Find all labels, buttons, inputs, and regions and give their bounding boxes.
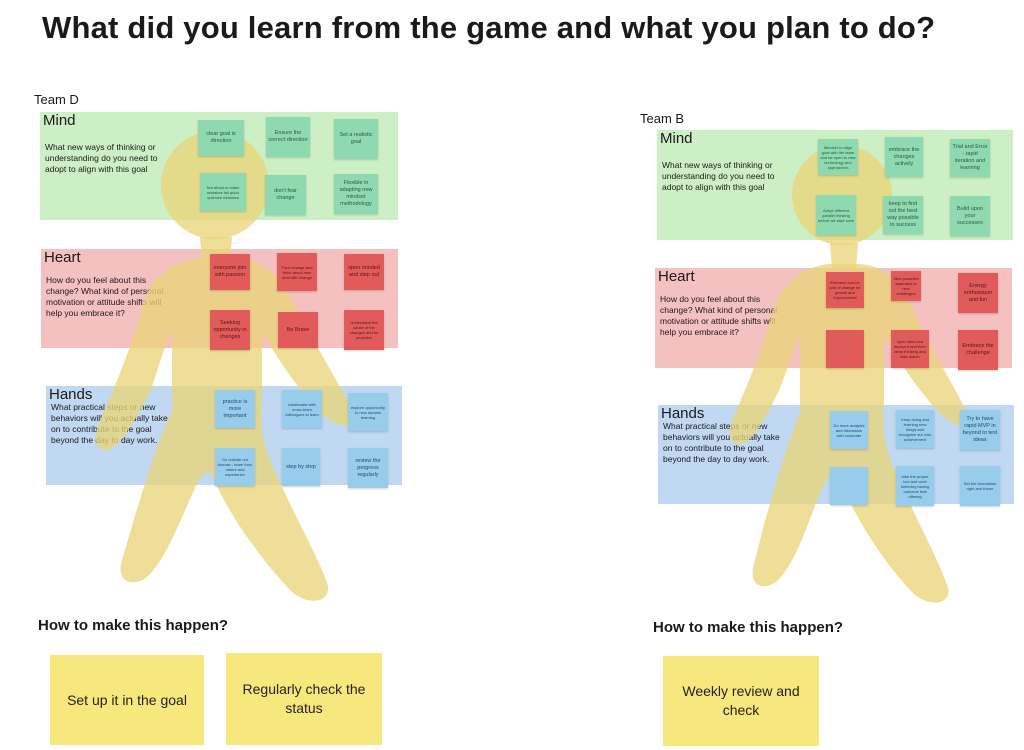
team-b-mind-note-5[interactable]: keep to find out the best way possible t… bbox=[883, 196, 923, 234]
team-d-mind-desc: What new ways of thinking or understandi… bbox=[45, 142, 158, 174]
team-d-mind-note-3[interactable]: Set a realistic goal bbox=[334, 119, 378, 159]
team-d-heart-note-2[interactable]: Face change and think about how deal wit… bbox=[277, 253, 317, 291]
page-title: What did you learn from the game and wha… bbox=[42, 10, 936, 45]
team-b-mind-note-1[interactable]: Mindset to align goal with the team and … bbox=[818, 139, 858, 175]
team-d-mind-note-4[interactable]: Not afraid to make mistakes fail quick o… bbox=[200, 173, 246, 211]
team-d-heart-desc: How do you feel about this change? What … bbox=[46, 275, 164, 318]
team-d-how-heading: How to make this happen? bbox=[38, 617, 229, 634]
team-d-mind-title: Mind bbox=[43, 112, 76, 129]
team-b-how-heading: How to make this happen? bbox=[653, 619, 844, 636]
team-b-heart-note-5[interactable]: open mind and accept it and then deep th… bbox=[891, 330, 929, 368]
team-b-mind-note-3[interactable]: Trial and Error - rapid iteration and le… bbox=[950, 139, 990, 177]
team-d-hands-note-6[interactable]: review the progress regularly bbox=[348, 448, 388, 488]
team-d-heart-title: Heart bbox=[44, 249, 81, 266]
team-b-heart-note-4[interactable] bbox=[826, 330, 864, 368]
team-d-hands-note-4[interactable]: Go outside our domain - learn from other… bbox=[215, 448, 255, 486]
team-d-heart-note-3[interactable]: open minded and step out bbox=[344, 254, 384, 290]
team-d-mind-note-1[interactable]: clear goal is direction bbox=[198, 120, 244, 156]
team-b-hands-title: Hands bbox=[661, 405, 705, 422]
team-b-mind-note-4[interactable]: Adopt different parallel thinking before… bbox=[816, 195, 856, 235]
team-b-heart-note-1[interactable]: Embrace and be part of change for growth… bbox=[826, 272, 864, 308]
team-d-mind-note-5[interactable]: don't fear change bbox=[265, 175, 306, 215]
team-d-hands-note-3[interactable]: explore opportunity in new domain learni… bbox=[348, 393, 388, 431]
team-b-hands-note-5[interactable]: take the proper tool and work bettering … bbox=[896, 466, 934, 506]
team-b-hands-note-2[interactable]: Keep doing and learning new things and r… bbox=[896, 410, 934, 448]
team-d-label: Team D bbox=[34, 92, 79, 107]
team-b-heart-note-6[interactable]: Embrace the challenge bbox=[958, 330, 998, 370]
team-d-heart-note-1[interactable]: everyone join with passion bbox=[210, 254, 250, 290]
team-d-mind-note-6[interactable]: Flexible in adapting new mindset methodo… bbox=[334, 174, 378, 214]
team-d-hands-desc: What practical steps or new behaviors wi… bbox=[51, 402, 168, 445]
team-b-hands-note-6[interactable]: Set the foundation right and future bbox=[960, 466, 1000, 506]
team-b-mind-note-2[interactable]: embrace the changes actively bbox=[885, 137, 923, 177]
team-d-heart-note-5[interactable]: Be Brave bbox=[278, 312, 318, 348]
team-b-hands-desc: What practical steps or new behaviors wi… bbox=[663, 421, 780, 464]
team-d-how-sticky-2[interactable]: Regularly check the status bbox=[226, 653, 382, 745]
team-d-heart-note-4[interactable]: Seeking opportunity in changes bbox=[210, 310, 250, 350]
team-b-label: Team B bbox=[640, 111, 685, 126]
team-d-hands-note-5[interactable]: step by step bbox=[282, 448, 320, 486]
team-b-mind-title: Mind bbox=[660, 130, 693, 147]
team-b-hands-note-4[interactable] bbox=[830, 467, 868, 505]
team-d-mind-note-2[interactable]: Ensure the correct direction bbox=[266, 117, 310, 157]
team-d-how-sticky-1[interactable]: Set up it in the goal bbox=[50, 655, 204, 745]
team-b-heart-title: Heart bbox=[658, 268, 695, 285]
team-b-heart-desc: How do you feel about this change? What … bbox=[660, 294, 778, 337]
team-b-how-sticky-1[interactable]: Weekly review and check bbox=[663, 656, 819, 746]
team-d-heart-note-6[interactable]: Understand the cause of the changes and … bbox=[344, 310, 384, 350]
team-d-hands-title: Hands bbox=[49, 386, 93, 403]
team-b-hands-note-1[interactable]: Do more analysis and discussion with cus… bbox=[830, 411, 868, 449]
team-b-heart-note-2[interactable]: Take proactive approach to new challenge… bbox=[891, 271, 921, 301]
team-d-hands-note-2[interactable]: collaborate with cross-team colleagues t… bbox=[282, 390, 322, 428]
team-d-hands-note-1[interactable]: practice is more important bbox=[215, 390, 255, 428]
team-b-heart-note-3[interactable]: Energy enthusiasm and fun bbox=[958, 273, 998, 313]
team-b-hands-note-3[interactable]: Try to have rapid MVP in beyond to test … bbox=[960, 410, 1000, 450]
team-b-mind-desc: What new ways of thinking or understandi… bbox=[662, 160, 775, 192]
team-b-mind-note-6[interactable]: Build upon your successes bbox=[950, 196, 990, 236]
